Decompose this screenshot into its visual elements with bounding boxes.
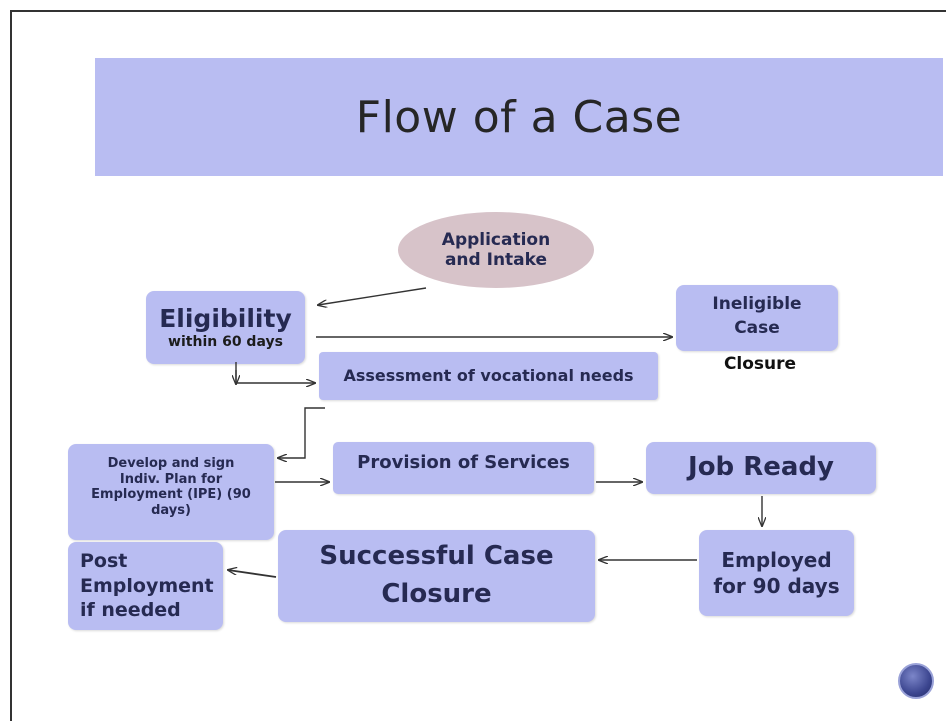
page-title: Flow of a Case [355, 91, 683, 143]
provision-node: Provision of Services [333, 442, 594, 494]
ineligible-closure-label: Closure [723, 354, 797, 374]
eligibility-sublabel: within 60 days [168, 334, 283, 351]
eligibility-node: Eligibility within 60 days [146, 291, 305, 364]
employed-node: Employed for 90 days [699, 530, 854, 616]
provision-label: Provision of Services [357, 452, 570, 473]
ipe-line1: Develop and sign [107, 456, 235, 471]
application-line1: Application [441, 229, 551, 250]
employed-line1: Employed [721, 548, 832, 572]
assessment-label: Assessment of vocational needs [343, 366, 634, 386]
post-line1: Post [80, 549, 128, 572]
assessment-node: Assessment of vocational needs [319, 352, 658, 400]
application-line2: and Intake [444, 250, 548, 270]
ineligible-node: Ineligible Case [676, 285, 838, 351]
post-line3: if needed [80, 599, 181, 622]
post-line2: Employment [80, 574, 214, 597]
arrow-successful-to-post [228, 570, 277, 578]
slide-nav-button[interactable] [898, 663, 934, 699]
job-ready-node: Job Ready [646, 442, 876, 494]
title-banner: Flow of a Case [95, 58, 943, 176]
employed-line2: for 90 days [713, 574, 840, 598]
ineligible-line2: Case [734, 317, 780, 338]
arrow-eligibility-to-assessment [235, 370, 315, 383]
ineligible-line1: Ineligible [712, 294, 802, 314]
successful-line1: Successful Case [319, 541, 554, 572]
application-intake-node: Application and Intake [398, 212, 594, 288]
arrow-assessment-to-ipe [278, 407, 325, 458]
job-ready-label: Job Ready [688, 452, 834, 483]
eligibility-label: Eligibility [159, 304, 292, 334]
arrow-application-to-eligibility [318, 287, 427, 305]
ipe-line3: Employment (IPE) (90 [91, 487, 251, 503]
ipe-line4: days) [151, 502, 191, 518]
ipe-line2: Indiv. Plan for [119, 471, 223, 487]
ipe-node: Develop and sign Indiv. Plan for Employm… [68, 444, 274, 540]
post-employment-node: Post Employment if needed [68, 542, 223, 630]
successful-line2: Closure [381, 579, 492, 609]
successful-closure-node: Successful Case Closure [278, 530, 595, 622]
